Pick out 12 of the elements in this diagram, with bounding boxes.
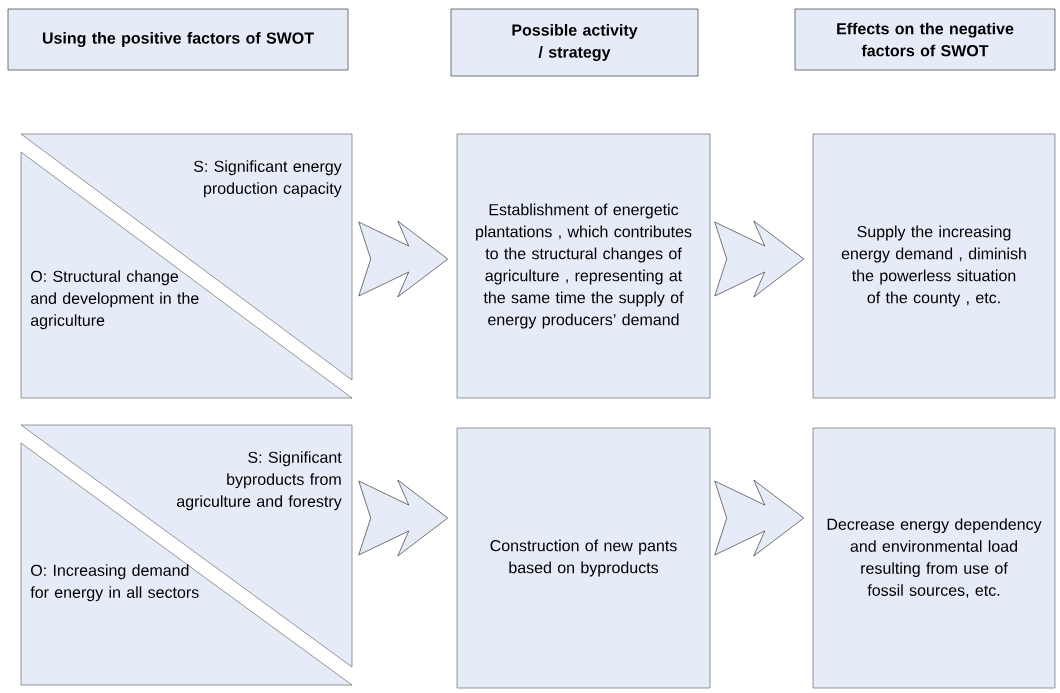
strategy-box: Supply the increasing energy demand , diminish the powerless situation of the county , etc. [812,133,1056,399]
header-box: Effects on the negative factors of SWOT [794,8,1056,71]
strategy-box: Construction of new pants based on byproducts [456,427,711,689]
chevron-arrow [714,220,804,298]
chevron-arrow [358,220,448,298]
chevron-arrow [358,479,448,557]
header-box: Possible activity / strategy [450,8,699,77]
strategy-box: Decrease energy dependency and environmental load resulting from use of fossil sources, etc. [812,427,1056,689]
header-box: Using the positive factors of SWOT [7,8,349,71]
strategy-box: Establishment of energetic plantations , which contributes to the structural changes of agriculture , representing at the same time the supply of energy producers’ demand [456,133,711,399]
node-label: O: Increasing demand for energy in all sectors [30,564,199,602]
chevron-arrow [714,479,804,557]
